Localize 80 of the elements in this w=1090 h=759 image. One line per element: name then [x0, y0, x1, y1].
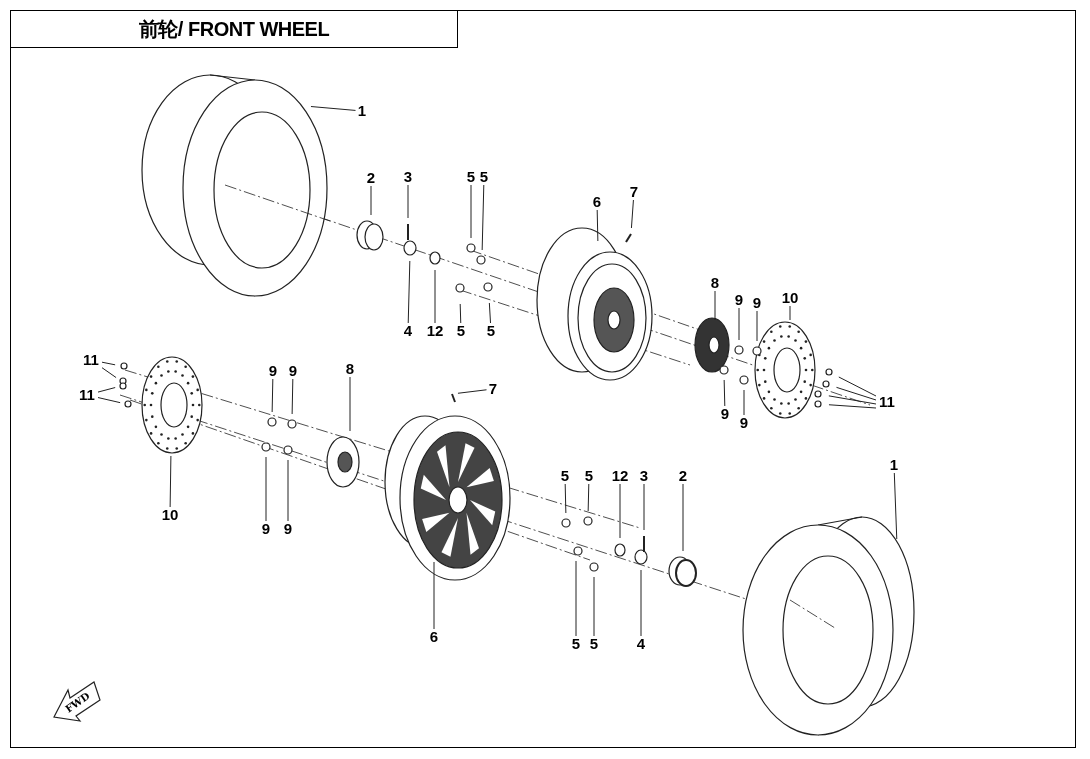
callout-number: 4 [401, 323, 415, 339]
callout-number: 9 [259, 521, 273, 537]
leader-line [587, 483, 590, 512]
leader-line [714, 290, 716, 321]
callout-number: 7 [627, 184, 641, 200]
callout-number: 9 [718, 406, 732, 422]
leader-line [756, 310, 758, 342]
leader-line [407, 184, 409, 219]
callout-number: 6 [590, 194, 604, 210]
leader-line [457, 389, 487, 394]
leader-line [593, 576, 595, 637]
leader-line [310, 106, 356, 111]
leader-line [459, 303, 462, 324]
leader-line [271, 378, 274, 413]
leader-line [836, 386, 877, 401]
callout-number: 3 [637, 468, 651, 484]
callout-number: 7 [486, 381, 500, 397]
leader-line [349, 376, 351, 432]
callout-number: 5 [464, 169, 478, 185]
leader-line [97, 397, 121, 404]
leader-line [169, 455, 172, 508]
callout-number: 9 [281, 521, 295, 537]
leader-line [101, 361, 116, 366]
leader-line [619, 483, 621, 539]
leader-line [743, 389, 745, 416]
diagram-title: 前轮/ FRONT WHEEL [10, 10, 458, 48]
callout-number: 1 [355, 103, 369, 119]
leader-line [893, 472, 898, 540]
leader-line [789, 305, 791, 321]
callout-number: 9 [737, 415, 751, 431]
leader-line [738, 307, 740, 341]
callout-number: 9 [266, 363, 280, 379]
callout-number: 10 [159, 507, 181, 523]
leader-line [470, 184, 472, 239]
leader-line [291, 378, 294, 415]
callout-number: 8 [343, 361, 357, 377]
callout-number: 11 [76, 387, 98, 403]
callout-number: 8 [708, 275, 722, 291]
leader-line [370, 185, 372, 216]
callout-number: 11 [80, 352, 102, 368]
callout-number: 5 [454, 323, 468, 339]
callout-number: 5 [587, 636, 601, 652]
callout-number: 2 [364, 170, 378, 186]
callout-number: 9 [732, 292, 746, 308]
callout-number: 11 [876, 394, 898, 410]
callout-number: 12 [424, 323, 446, 339]
leader-line [838, 376, 877, 397]
leader-line [97, 387, 116, 393]
leader-line [575, 560, 577, 637]
leader-line [287, 459, 289, 522]
callout-number: 4 [634, 636, 648, 652]
leader-line [101, 367, 117, 379]
callout-number: 3 [401, 169, 415, 185]
leader-line [433, 561, 435, 630]
leader-line [265, 456, 267, 522]
callout-number: 5 [477, 169, 491, 185]
leader-line [828, 404, 877, 409]
callout-number: 2 [676, 468, 690, 484]
leader-line [407, 260, 411, 324]
leader-line [434, 269, 436, 324]
leader-line [596, 209, 599, 242]
leader-line [640, 569, 642, 637]
callout-number: 5 [558, 468, 572, 484]
leader-line [630, 199, 634, 229]
callout-number: 5 [484, 323, 498, 339]
callout-number: 1 [887, 457, 901, 473]
callout-number: 10 [779, 290, 801, 306]
leader-line [828, 395, 877, 405]
leader-line [488, 302, 492, 324]
callout-number: 5 [569, 636, 583, 652]
leader-line [564, 483, 567, 514]
leader-line [481, 184, 485, 251]
leader-line [682, 483, 684, 552]
callout-number: 12 [609, 468, 631, 484]
callout-number: 9 [286, 363, 300, 379]
callout-number: 5 [582, 468, 596, 484]
callout-number: 6 [427, 629, 441, 645]
callout-number: 9 [750, 295, 764, 311]
leader-line [643, 483, 645, 531]
leader-line [723, 379, 726, 407]
